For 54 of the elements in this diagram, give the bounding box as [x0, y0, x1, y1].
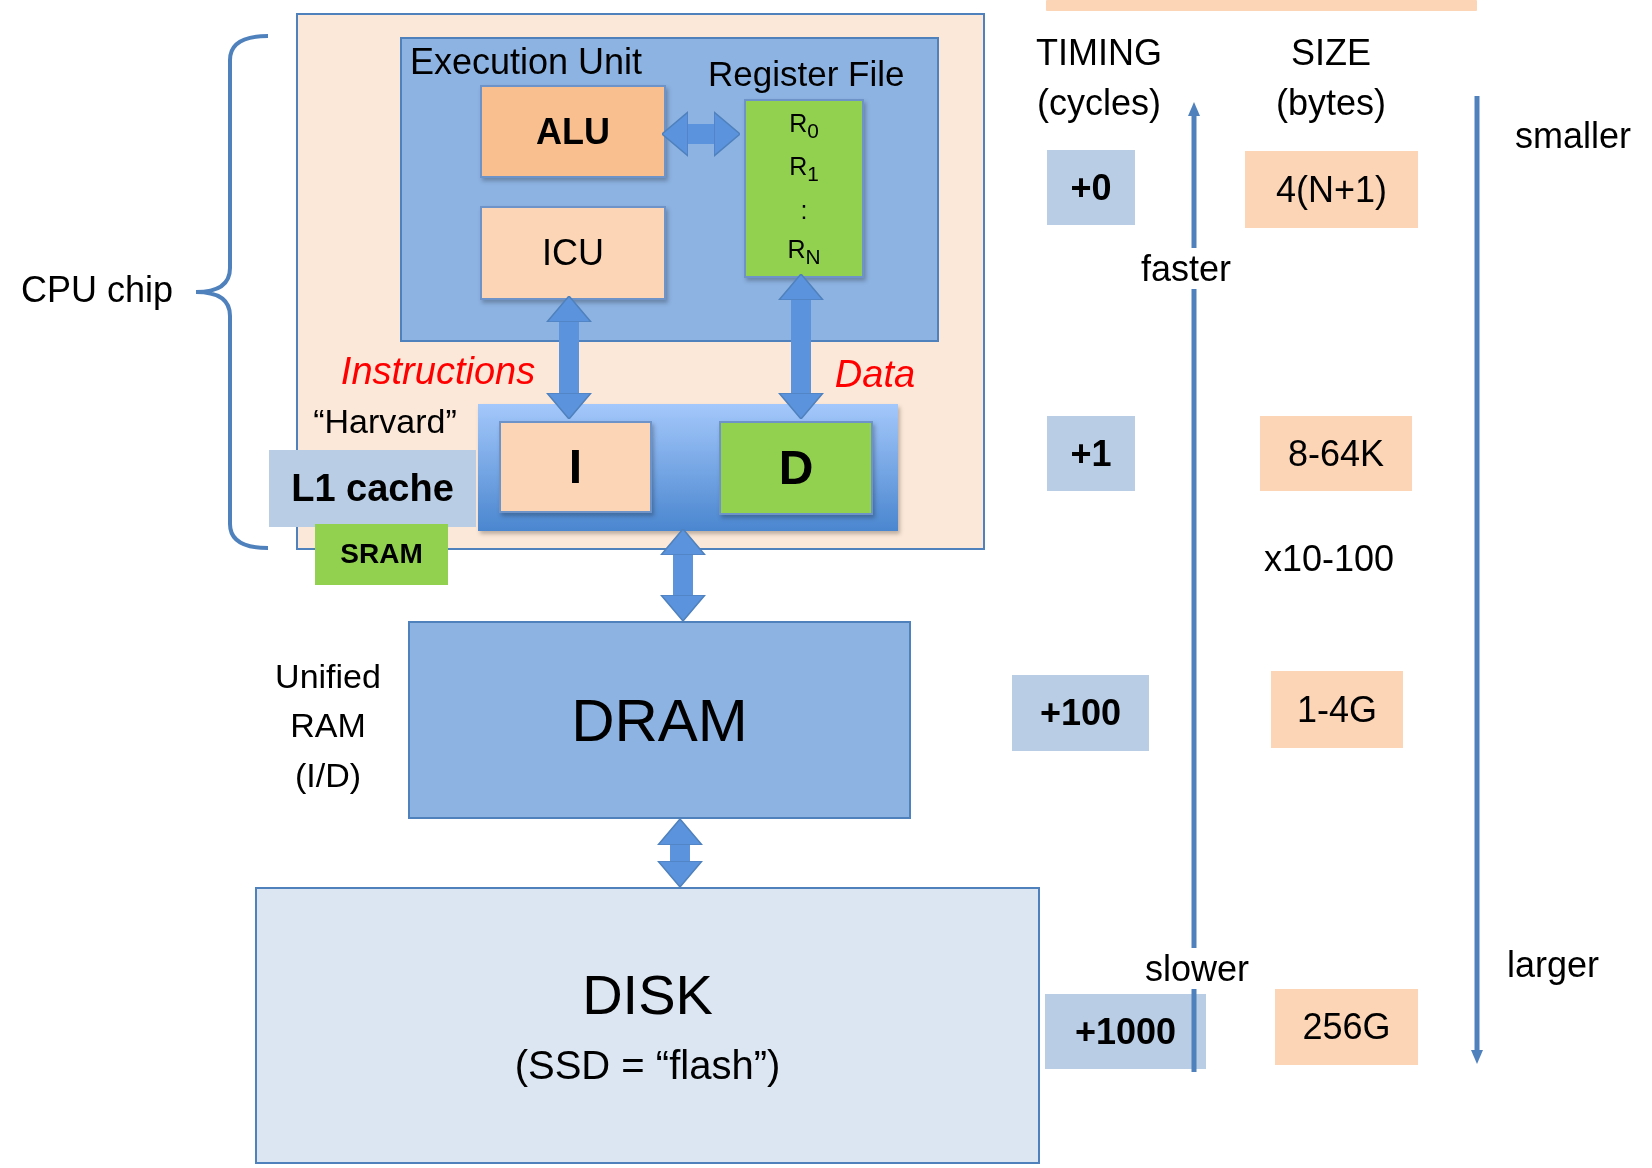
timing-box — [1047, 416, 1135, 491]
double-arrow — [778, 273, 824, 420]
text-label: SIZE (bytes) — [1275, 31, 1387, 126]
box-label: 8-64K — [1287, 432, 1385, 475]
execution-unit-box — [400, 37, 939, 342]
l1-cache-box — [269, 450, 476, 527]
box-subtitle: (SSD = “flash”) — [514, 1041, 781, 1088]
box-label: ALU — [536, 110, 610, 153]
bar — [1046, 0, 1477, 11]
box-label: ICU — [542, 232, 604, 274]
text-label: x10-100 — [1262, 537, 1396, 581]
register-list: R$_{0}$ R$_{1}$ : R$_{N}$ — [784, 104, 824, 273]
data-cache-box — [719, 421, 873, 515]
size-box — [1260, 416, 1412, 491]
heading: Execution Unit — [410, 41, 643, 83]
instruction-cache-box — [499, 421, 652, 513]
timing-box — [1047, 150, 1135, 225]
arrow-label: Data — [833, 352, 917, 397]
box-label: +100 — [1039, 692, 1122, 734]
alu-box — [480, 85, 666, 178]
arrow-label: Instructions — [339, 349, 537, 394]
double-arrow — [657, 818, 703, 888]
text-label: CPU chip — [19, 268, 175, 312]
text-label: smaller — [1514, 114, 1632, 158]
timing-box — [1045, 994, 1206, 1069]
size-box — [1275, 989, 1418, 1065]
double-arrow — [546, 295, 592, 420]
box-label: I — [568, 439, 583, 495]
heading: Register File — [708, 54, 905, 95]
timing-box — [1012, 675, 1149, 751]
icu-box — [480, 206, 666, 300]
box-label: 1-4G — [1296, 688, 1377, 731]
dram-box — [408, 621, 911, 819]
sram-box — [315, 524, 448, 585]
box-label: 256G — [1302, 1006, 1391, 1048]
size-box — [1245, 151, 1418, 228]
size-box — [1271, 671, 1403, 748]
box-label: DISK — [582, 963, 713, 1028]
text-label: TIMING (cycles) — [1035, 31, 1163, 126]
text-label: Unified RAM (I/D) — [274, 656, 382, 796]
text-label: slower — [1144, 948, 1250, 990]
box-label: +0 — [1070, 166, 1112, 209]
double-arrow — [660, 528, 706, 622]
box-label: +1 — [1070, 432, 1112, 475]
box-label: L1 cache — [291, 466, 454, 511]
text-label: “Harvard” — [312, 401, 458, 442]
l1-cache-container — [478, 404, 898, 531]
box-label: 4(N+1) — [1275, 168, 1387, 211]
text-label: larger — [1505, 943, 1600, 987]
box-label: +1000 — [1074, 1010, 1177, 1053]
box-label: SRAM — [340, 538, 423, 571]
box-label: D — [778, 440, 814, 496]
box-label: DRAM — [571, 685, 748, 755]
double-arrow — [661, 111, 741, 157]
